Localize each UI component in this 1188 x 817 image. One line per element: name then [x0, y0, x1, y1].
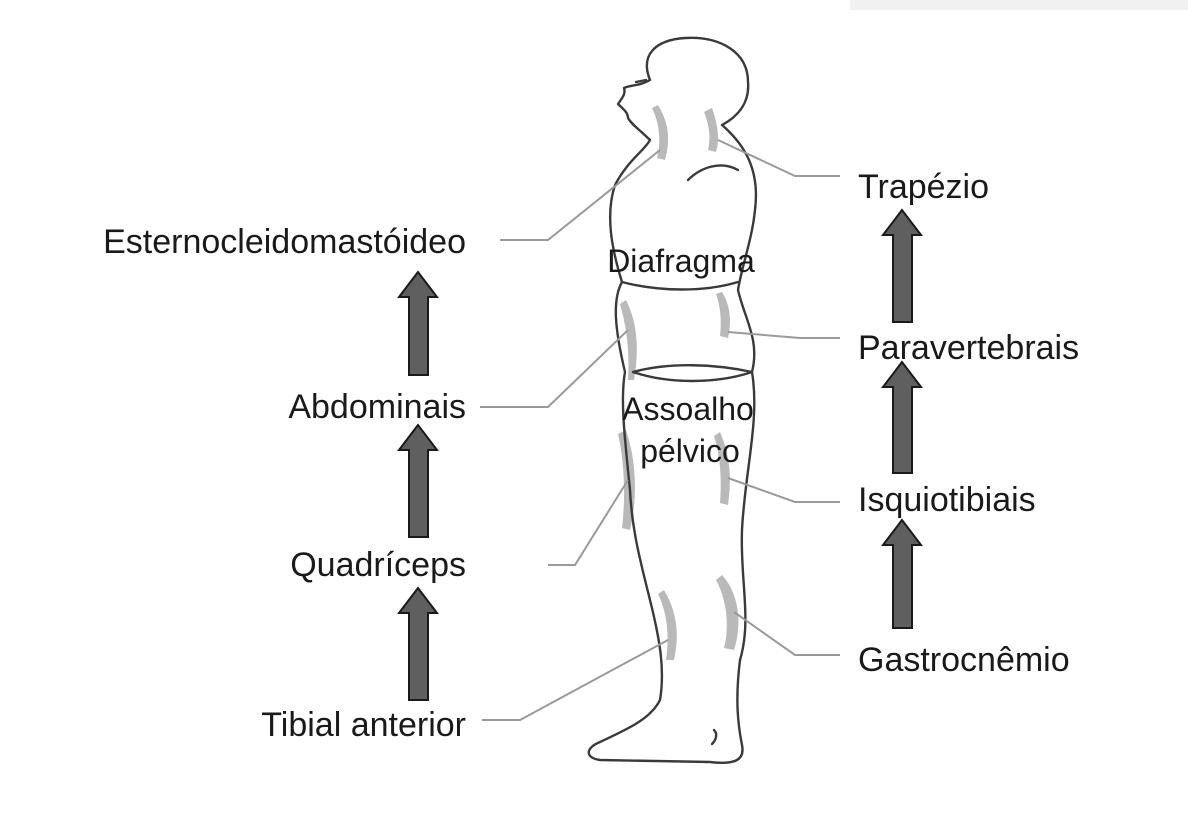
leader-gastrocnemius: [734, 612, 840, 655]
label-diaphragm: Diafragma: [607, 243, 755, 279]
arrow-up-icon: [883, 210, 921, 322]
leader-sternocleidomastoid: [500, 150, 660, 240]
arrow-up-icon: [883, 520, 921, 628]
ear-mark: [712, 730, 716, 744]
muscle-paravertebral: [716, 292, 730, 338]
leader-trapezius: [718, 140, 840, 176]
label-pelvic-floor-line1: Assoalho: [622, 391, 754, 427]
muscle-sternocleidomastoid: [652, 105, 668, 160]
arrow-up-icon: [399, 425, 437, 537]
pelvic-ring: [633, 365, 752, 381]
top-right-band: [850, 0, 1188, 10]
label-sternocleidomastoid: Esternocleidomastóideo: [103, 223, 466, 261]
diaphragm-band: [622, 282, 738, 290]
label-gastrocnemius: Gastrocnêmio: [858, 641, 1070, 679]
leader-quadriceps: [548, 480, 628, 565]
muscle-trapezius: [704, 108, 718, 152]
arrows-right: [883, 210, 921, 628]
arrow-up-icon: [883, 362, 921, 473]
arrow-up-icon: [399, 272, 437, 375]
leader-abdominals: [480, 330, 628, 407]
label-tibialis-anterior: Tibial anterior: [261, 706, 466, 744]
label-hamstrings: Isquiotibiais: [858, 481, 1036, 519]
label-trapezius: Trapézio: [858, 168, 989, 206]
arrow-up-icon: [399, 588, 437, 700]
leader-lines: [480, 140, 840, 720]
arrows-left: [399, 272, 437, 700]
arm-outline: [688, 165, 738, 180]
leader-tibialis: [482, 640, 668, 720]
label-abdominals: Abdominais: [288, 388, 466, 426]
muscle-abdominals: [620, 300, 637, 380]
label-pelvic-floor-line2: pélvico: [640, 433, 740, 469]
label-paravertebral: Paravertebrais: [858, 329, 1079, 367]
label-quadriceps: Quadríceps: [290, 546, 466, 584]
leader-paravertebral: [728, 332, 840, 338]
